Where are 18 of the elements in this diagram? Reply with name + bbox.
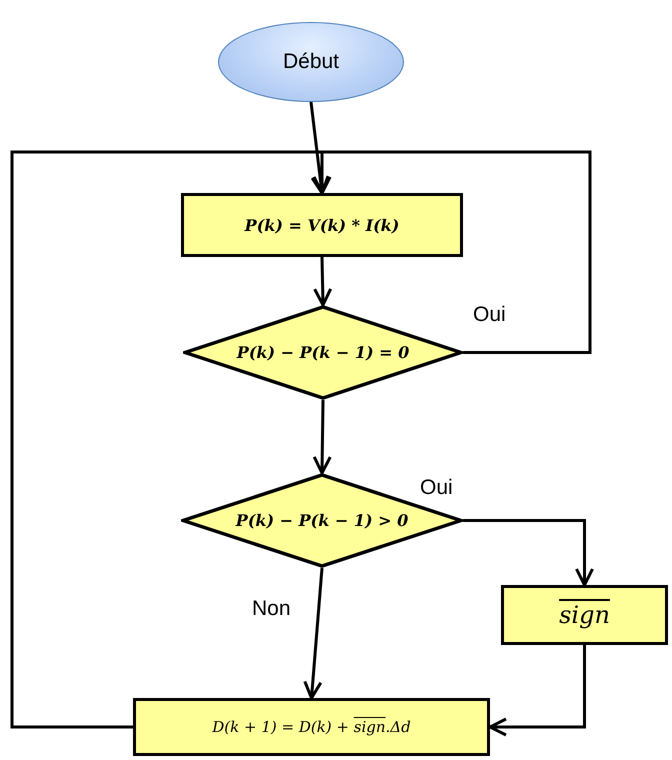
start-label: Début xyxy=(282,50,340,74)
arrow xyxy=(10,150,332,728)
arrow xyxy=(312,400,332,474)
process-box xyxy=(133,698,490,756)
formula-text: D(k + 1) = D(k) + sign.Δd xyxy=(212,718,411,736)
formula-text: P(k) − P(k − 1) = 0 xyxy=(236,343,410,362)
arrow xyxy=(488,645,586,736)
process-box xyxy=(181,193,463,257)
formula-text: P(k) = V(k) * I(k) xyxy=(244,216,400,234)
process-box xyxy=(501,585,668,645)
formula-text: sign xyxy=(559,601,610,629)
decision-diamond xyxy=(181,473,463,568)
formula-text: P(k) − P(k − 1) > 0 xyxy=(236,511,408,530)
arrow xyxy=(310,102,330,194)
arrow xyxy=(463,519,594,586)
arrow xyxy=(313,256,332,306)
arrow xyxy=(303,568,324,700)
decision-diamond xyxy=(183,305,463,400)
